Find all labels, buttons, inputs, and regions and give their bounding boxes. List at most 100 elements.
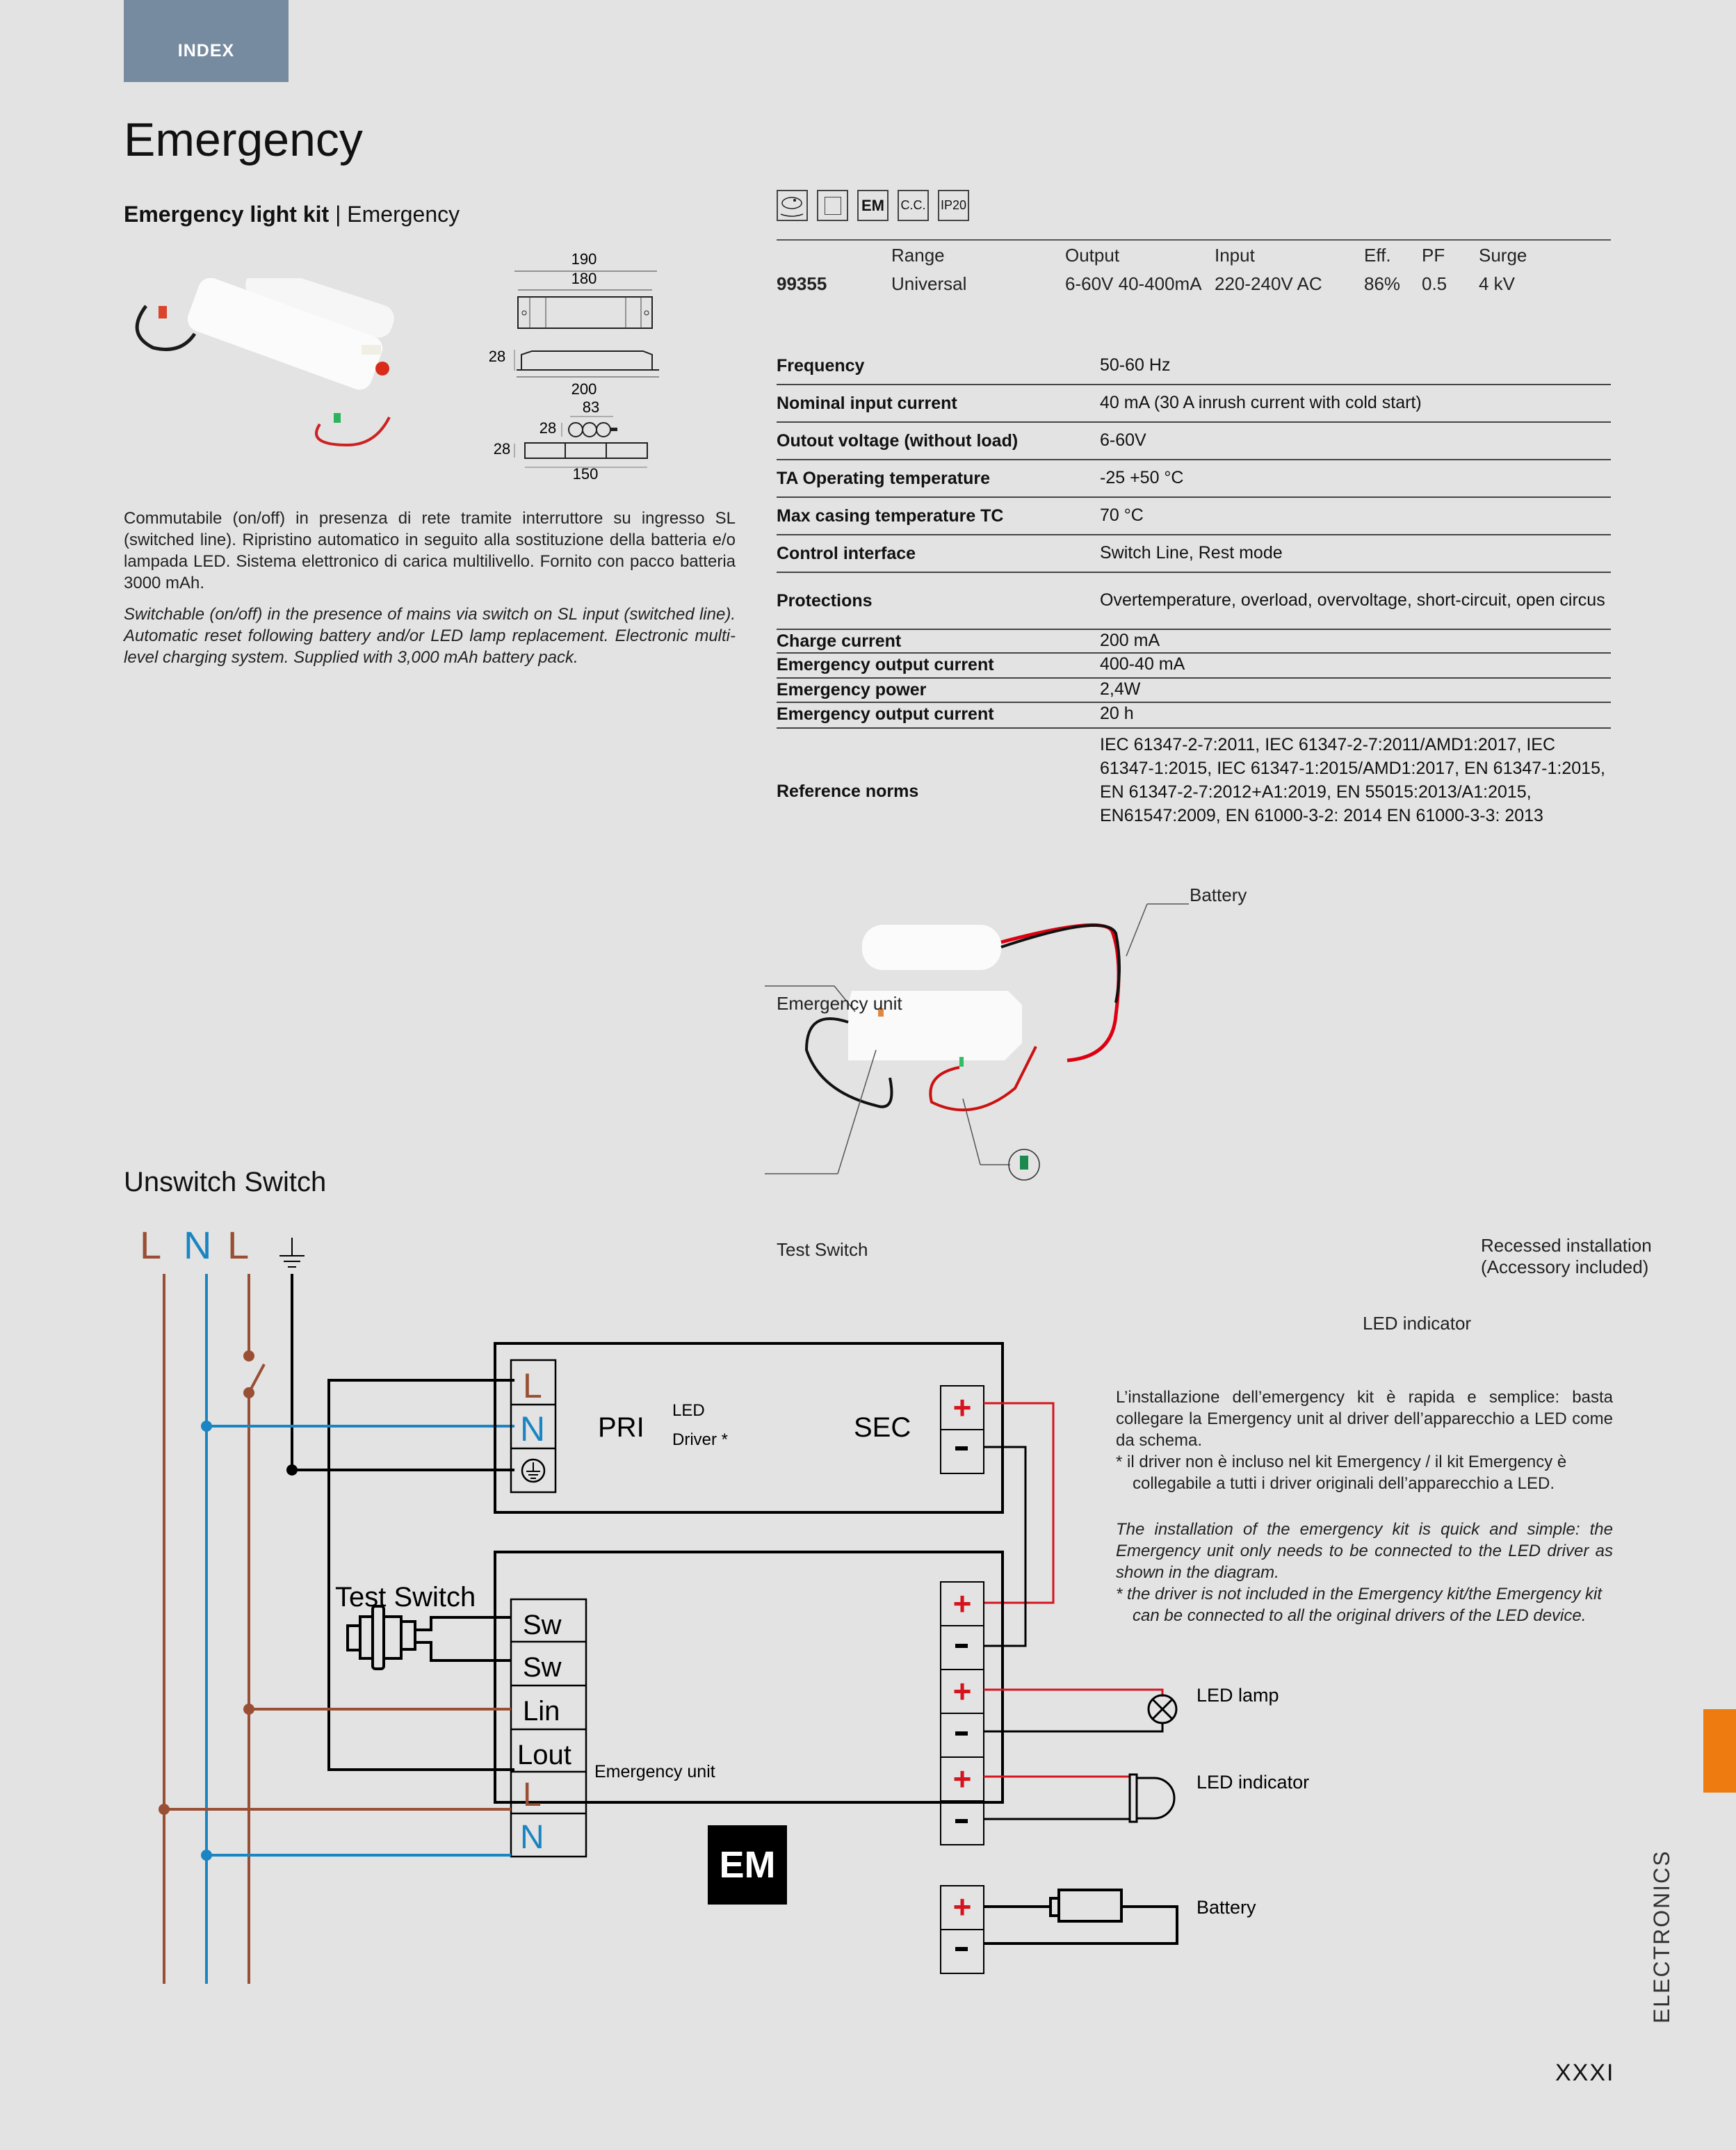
cell-input: 220-240V AC: [1215, 273, 1322, 294]
battery-connector: [362, 345, 381, 355]
spec-key: Emergency output current: [777, 655, 994, 674]
product-code: 99355: [777, 273, 827, 294]
install-text-english: The installation of the emergency kit is…: [1116, 1519, 1613, 1626]
spec-key: Nominal input current: [777, 394, 957, 413]
col-pf: PF: [1422, 245, 1445, 266]
test-switch-button: [159, 306, 167, 318]
em-logo: [708, 1825, 787, 1905]
spec-row: Control interface Switch Line, Rest mode: [777, 535, 1611, 573]
driver-label-1: LED: [672, 1401, 705, 1420]
spec-value: IEC 61347-2-7:2011, IEC 61347-2-7:2011/A…: [1100, 735, 1605, 825]
spec-row: Emergency output current 400-40 mA: [777, 654, 1611, 679]
callout-test-switch: Test Switch: [777, 1239, 868, 1260]
pri-label: PRI: [598, 1412, 644, 1443]
battery-photo: [862, 925, 1001, 970]
emergency-unit-body: [187, 278, 383, 390]
em-out-plus-3: +: [953, 1761, 972, 1797]
product-name: Emergency light kit: [124, 202, 330, 227]
battery-plus: +: [953, 1889, 972, 1925]
col-eff: Eff.: [1364, 245, 1391, 266]
dim-83: 83: [583, 398, 599, 416]
cell-range: Universal: [891, 273, 967, 294]
sec-label: SEC: [854, 1412, 911, 1443]
spec-key: Max casing temperature TC: [777, 506, 1004, 526]
section-label: ELECTRONICS: [1649, 1850, 1674, 2023]
spec-value: Switch Line, Rest mode: [1100, 543, 1283, 563]
em-terminal-l: L: [523, 1777, 542, 1813]
summary-row: 99355 Universal 6-60V 40-400mA 220-240V …: [777, 273, 1611, 296]
dim-28-c: 28: [494, 440, 510, 458]
mains-l2-label: L: [227, 1223, 249, 1267]
test-switch-icon[interactable]: [346, 1605, 511, 1670]
callout-led-indicator: LED indicator: [1363, 1313, 1472, 1334]
col-surge: Surge: [1479, 245, 1527, 266]
spec-value: 6-60V: [1100, 430, 1146, 450]
spec-value: 20 h: [1100, 704, 1134, 723]
product-category: Emergency: [347, 202, 460, 227]
led-indicator-icon: [1128, 1773, 1176, 1823]
earth-terminal-icon: [521, 1458, 546, 1483]
emergency-unit-photo: [848, 991, 1022, 1060]
ip20-icon: IP20: [938, 190, 969, 221]
certification-icons: EM C.C. IP20: [777, 190, 969, 221]
led-lamp-label: LED lamp: [1196, 1685, 1279, 1706]
description-english: Switchable (on/off) in the presence of m…: [124, 605, 736, 667]
callout-battery: Battery: [1190, 884, 1247, 905]
wiring-diagram: L N L L N PRI LED Driver * SEC + Test Sw…: [140, 1223, 1309, 1984]
dim-150: 150: [573, 465, 599, 483]
spec-value: 2,4W: [1100, 679, 1141, 699]
dim-190: 190: [571, 250, 597, 268]
em-out-plus-2: +: [953, 1673, 972, 1709]
install-it-body: L’installazione dell’emergency kit è rap…: [1116, 1388, 1613, 1450]
install-en-note: * the driver is not included in the Emer…: [1116, 1585, 1602, 1625]
index-label: INDEX: [177, 41, 235, 60]
led-driver-box: [494, 1342, 1004, 1514]
class-ii-icon: [817, 190, 848, 221]
install-en-body: The installation of the emergency kit is…: [1116, 1520, 1613, 1582]
cc-icon: C.C.: [898, 190, 929, 221]
dim-200: 200: [571, 380, 597, 398]
emergency-unit-label: Emergency unit: [594, 1762, 715, 1781]
spec-key: Protections: [777, 591, 873, 611]
em-terminal-lout: Lout: [517, 1740, 571, 1770]
led-lamp-icon: [1147, 1694, 1178, 1724]
install-text-italian: L’installazione dell’emergency kit è rap…: [1116, 1387, 1613, 1494]
index-tab[interactable]: INDEX: [124, 0, 289, 82]
recessed-line-1: Recessed installation: [1481, 1235, 1652, 1256]
led-indicator-label: LED indicator: [1196, 1772, 1309, 1793]
em-terminal-sw2: Sw: [523, 1652, 562, 1683]
emergency-unit-box: [494, 1551, 1004, 1804]
spec-row: Max casing temperature TC 70 °C: [777, 498, 1611, 535]
em-terminal-n: N: [520, 1819, 544, 1856]
wire-sec-minus: [984, 1446, 1027, 1647]
product-title: Emergency light kit | Emergency: [124, 202, 460, 227]
spec-row: Outout voltage (without load) 6-60V: [777, 423, 1611, 460]
em-terminal-lin: Lin: [523, 1696, 560, 1727]
spec-key: Outout voltage (without load): [777, 431, 1019, 451]
led-indicator: [334, 413, 341, 423]
spec-key: TA Operating temperature: [777, 469, 990, 488]
product-callout-photo: [765, 903, 1189, 1181]
recessed-line-2: (Accessory included): [1481, 1256, 1649, 1277]
cell-output: 6-60V 40-400mA: [1065, 273, 1202, 294]
callout-recessed: Recessed installation(Accessory included…: [1481, 1235, 1652, 1278]
page-number: XXXI: [1555, 2060, 1615, 2086]
section-tab[interactable]: [1703, 1709, 1736, 1793]
spec-value: 400-40 mA: [1100, 654, 1185, 674]
product-photo: [135, 278, 394, 447]
em-icon: EM: [857, 190, 889, 221]
em-terminal-sw1: Sw: [523, 1610, 562, 1640]
battery-icon: [1049, 1889, 1123, 1923]
summary-header: Range Output Input Eff. PF Surge: [777, 245, 1611, 267]
spec-value: 70 °C: [1100, 506, 1144, 525]
driver-label-2: Driver *: [672, 1430, 728, 1449]
install-it-note: * il driver non è incluso nel kit Emerge…: [1116, 1453, 1567, 1493]
ground-icon: [279, 1238, 305, 1268]
spec-key: Control interface: [777, 544, 916, 563]
